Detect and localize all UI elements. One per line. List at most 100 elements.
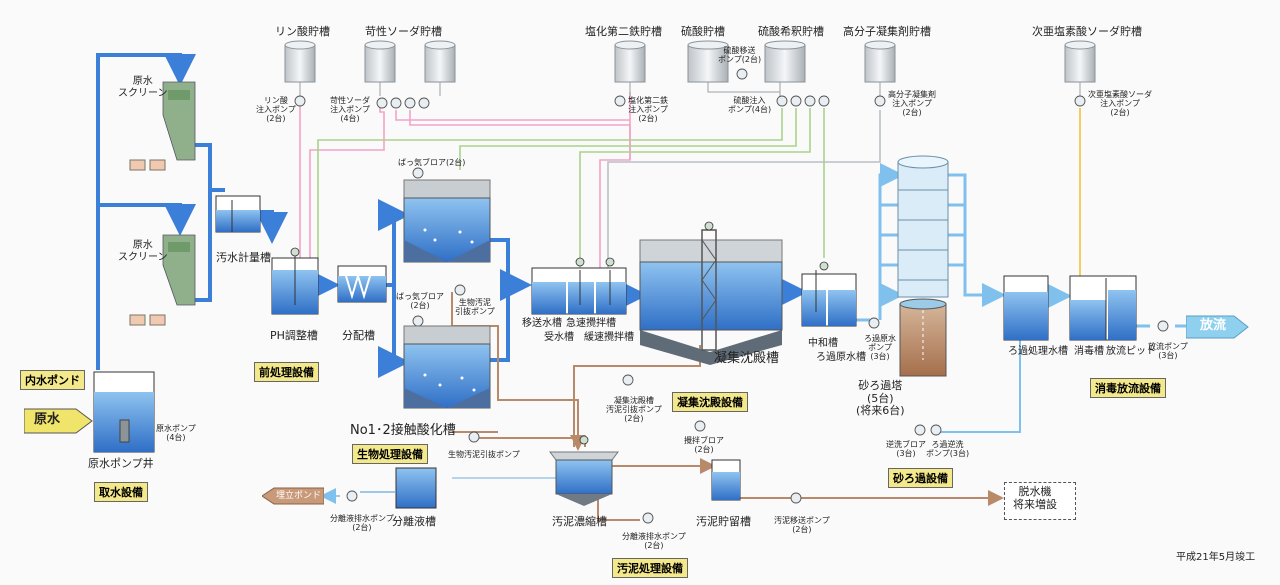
- pump-label-line: (2台): [644, 541, 664, 551]
- disinfect-tank: [1069, 275, 1137, 341]
- landfill-label: 埋立ポンド: [276, 491, 322, 501]
- pump-icon: [412, 315, 424, 327]
- raw-pump-label: 原水ポンプ (4台): [156, 424, 196, 442]
- aeration-blower-mid-label: ばっ気ブロア (2台): [396, 292, 444, 310]
- unit-label-line: 砂ろ過塔: [858, 379, 903, 392]
- discharge-pit-label: 放流ピット: [1106, 346, 1156, 357]
- unit-label-line: 将来増設: [1013, 497, 1057, 511]
- blower-label-line: 攪拌ブロア: [684, 436, 724, 445]
- pump-icon: [1074, 95, 1086, 107]
- blower-label-line: 逆洗ブロア: [886, 440, 926, 449]
- pump-label-line: (4台): [340, 114, 360, 124]
- pump-label-line: ポンプ(4台): [728, 105, 772, 115]
- dewater-future-box: 脱水機 将来増設: [1004, 482, 1076, 520]
- pump-label-line: 放流ポンプ: [1148, 342, 1188, 351]
- backwash-pump-label: ろ過逆洗 ポンプ(3台): [926, 440, 969, 458]
- pump-label-line: ポンプ(3台): [926, 449, 970, 459]
- pump-label-caustic: 苛性ソーダ 注入ポンプ (4台): [330, 96, 370, 124]
- bio-sludge-pump-bottom-label: 生物汚泥引抜ポンプ: [448, 450, 520, 459]
- pump-label-line: ポンプ(2台): [718, 55, 762, 65]
- pump-icon: [874, 95, 886, 107]
- tank-label-caustic: 苛性ソーダ貯槽: [365, 25, 442, 38]
- dewater-label: 脱水機 将来増設: [1013, 485, 1057, 511]
- pump-label-ferric: 塩化第二鉄 注入ポンプ (2台): [628, 96, 668, 124]
- tank-caustic-1: [364, 40, 396, 83]
- thickener-tank: [549, 435, 619, 506]
- pump-icon: [1157, 320, 1169, 332]
- pump-label-line: 硫酸注入: [733, 96, 766, 105]
- tank-label-phosphoric: リン酸貯槽: [275, 25, 330, 38]
- tank-label-sulfuric: 硫酸貯槽: [681, 25, 725, 38]
- pump-icon: [418, 97, 430, 109]
- raw-water-arrow: 原水: [23, 406, 94, 436]
- pump-label-line: 分離液排水ポンプ: [330, 514, 394, 523]
- pump-label-line: 次亜塩素酸ソーダ: [1088, 90, 1152, 99]
- section-intake: 取水設備: [94, 482, 148, 502]
- tank-sulfuric-dilute: [764, 40, 806, 83]
- pump-label-line: (2台): [638, 114, 658, 124]
- section-bio: 生物処理設備: [352, 444, 428, 464]
- pump-label-line: 凝集沈殿槽: [613, 396, 654, 405]
- sludge-transfer-pump-label: 汚泥移送ポンプ (2台): [774, 516, 830, 534]
- sludge-storage-label: 汚泥貯留槽: [696, 515, 751, 528]
- pump-label-line: ポンプ: [868, 343, 892, 353]
- metering-tank: [215, 195, 261, 233]
- blower-label-line: (2台): [694, 445, 714, 455]
- pump-icon: [818, 95, 830, 107]
- tank-label-polymer: 高分子凝集剤貯槽: [843, 25, 931, 38]
- metering-label: 汚水計量槽: [216, 251, 271, 264]
- sep-conc-pump-label: 分離液排水ポンプ (2台): [622, 532, 686, 550]
- filtered-label: ろ過処理水槽: [1008, 346, 1068, 357]
- chemical-tanks: [284, 40, 1096, 83]
- slow-mix-label: 緩速攪拌槽: [584, 332, 634, 343]
- thickener-label: 汚泥濃縮槽: [552, 515, 607, 528]
- pump-label-phosphoric: リン酸 注入ポンプ (2台): [256, 96, 296, 124]
- water-flow-lines: [96, 53, 1186, 504]
- discharge-arrow: 放流: [1185, 314, 1250, 340]
- blower-label-line: (3台): [896, 449, 916, 459]
- unit-label-line: スクリーン: [118, 251, 168, 263]
- pump-icon: [868, 317, 880, 329]
- mixing-tanks: [531, 257, 627, 315]
- pump-label-line: 分離液排水ポンプ: [622, 532, 686, 541]
- pump-label-line: 高分子凝集剤: [888, 90, 936, 99]
- sand-filter-tower: [897, 155, 949, 377]
- receiving-label: 受水槽: [544, 332, 574, 343]
- tank-sulfuric: [687, 40, 729, 83]
- pump-label-line: 苛性ソーダ: [330, 96, 370, 105]
- separation-tank: [395, 467, 437, 509]
- pump-label-line: (3台): [1158, 351, 1178, 361]
- contact-tank-1: [403, 179, 491, 263]
- pump-label-line: (2台): [352, 523, 372, 533]
- pump-label-line: (4台): [166, 433, 186, 443]
- pump-icon: [694, 420, 706, 432]
- unit-label-line: スクリーン: [118, 87, 168, 99]
- aeration-blower-label: ばっ気ブロア(2台): [398, 158, 466, 167]
- screen-2: [129, 234, 196, 326]
- pump-label-line: リン酸: [263, 96, 288, 105]
- pump-label-line: 注入ポンプ: [256, 105, 296, 115]
- separation-label: 分離液槽: [392, 515, 436, 528]
- unit-label-line: 原水: [132, 76, 153, 87]
- bio-sludge-pump-label: 生物汚泥 引抜ポンプ: [455, 298, 495, 316]
- pump-icon: [930, 424, 942, 436]
- tank-hypochlorite: [1064, 40, 1096, 83]
- pump-label-line: (3台): [870, 352, 890, 362]
- pump-icon: [914, 424, 926, 436]
- neutral-tank: [801, 261, 857, 327]
- pump-icon: [790, 95, 802, 107]
- pump-icon: [294, 95, 306, 107]
- distribution-tank: [337, 265, 387, 303]
- neutral-label: 中和槽: [808, 338, 838, 349]
- pump-label-line: 注入ポンプ: [892, 99, 932, 109]
- unit-label-line: (5台): [867, 391, 894, 405]
- pump-icon: [454, 284, 466, 296]
- pump-label-line: 塩化第二鉄: [628, 96, 668, 105]
- pump-label-line: ろ過逆洗: [931, 440, 964, 449]
- sludge-storage-tank: [711, 459, 741, 501]
- section-disinfect: 消毒放流設備: [1090, 378, 1166, 398]
- coagulation-tank: [639, 221, 783, 365]
- raw-screens: [129, 81, 196, 326]
- pump-label-line: (2台): [792, 525, 812, 535]
